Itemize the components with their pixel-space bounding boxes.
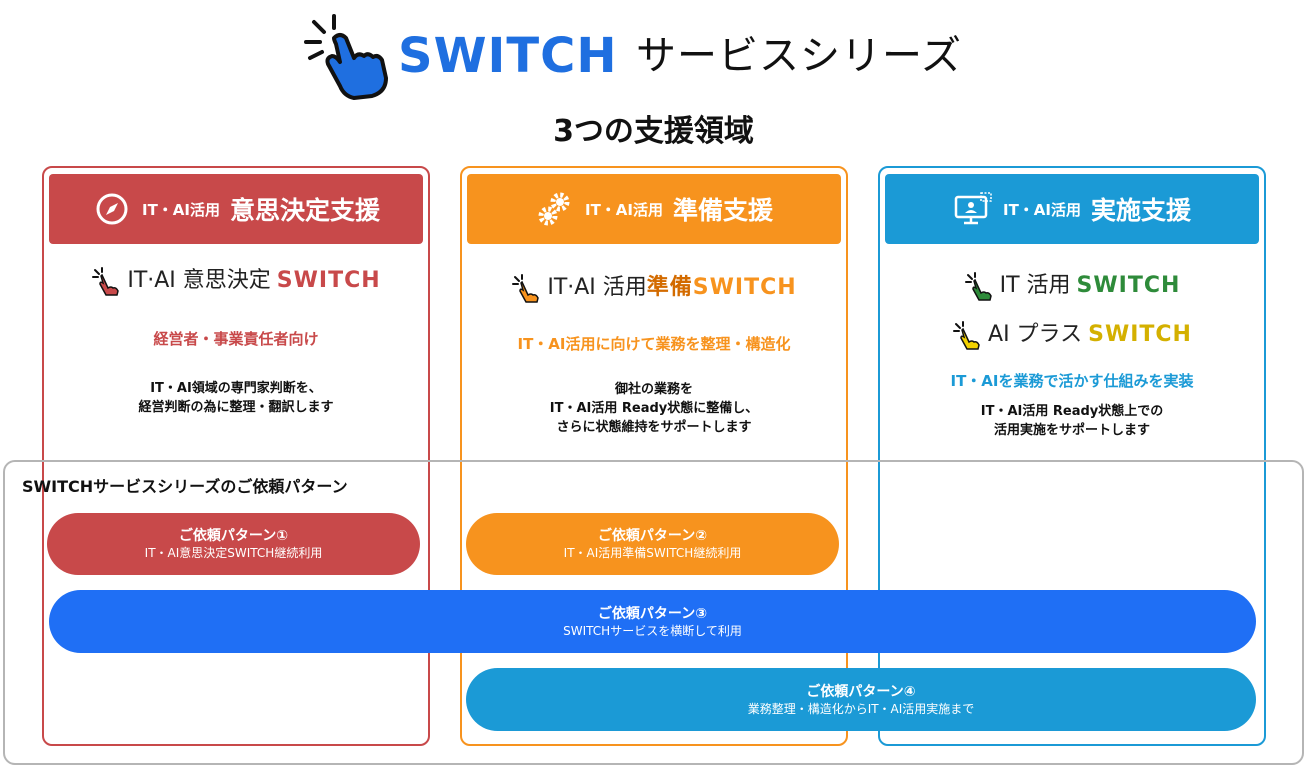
pattern-title: ご依頼パターン④ — [806, 683, 916, 700]
product-logo-it: IT 活用 SWITCH — [880, 271, 1264, 301]
column-header: IT・AI活用 準備支援 — [467, 174, 841, 244]
product-switch: SWITCH — [1088, 322, 1192, 347]
pattern-description: IT・AI意思決定SWITCH継続利用 — [144, 546, 323, 560]
pattern-title: ご依頼パターン② — [597, 528, 708, 544]
column-description: IT・AI活用 Ready状態上での 活用実施をサポートします — [880, 402, 1264, 440]
description-line: 活用実施をサポートします — [993, 423, 1150, 438]
monitor-user-icon — [953, 189, 993, 229]
product-logo: IT·AI 意思決定 SWITCH — [44, 266, 428, 296]
heading-prefix: IT・AI活用 — [141, 200, 220, 219]
column-tagline: IT・AIを業務で活かす仕組みを実装 — [950, 372, 1194, 390]
column-tagline: IT・AI活用に向けて業務を整理・構造化 — [517, 335, 791, 353]
heading-main: 実施支援 — [1091, 196, 1192, 225]
brand-switch-logo: SWITCH — [398, 28, 618, 84]
column-tagline: 経営者・事業責任者向け — [153, 330, 319, 348]
description-line: さらに状態維持をサポートします — [556, 420, 752, 435]
heading-main: 準備支援 — [673, 196, 774, 225]
pattern-title: ご依頼パターン③ — [597, 605, 708, 622]
product-switch: SWITCH — [276, 268, 381, 293]
pattern-frame-title: SWITCHサービスシリーズのご依頼パターン — [22, 477, 348, 496]
pattern-3-button[interactable]: ご依頼パターン③ SWITCHサービスを横断して利用 — [49, 590, 1256, 653]
pointing-hand-icon — [964, 272, 992, 301]
product-name: AI プラス — [988, 322, 1083, 347]
heading-prefix: IT・AI活用 — [1002, 200, 1081, 219]
page-subtitle: 3つの支援領域 — [553, 114, 754, 149]
heading-prefix: IT・AI活用 — [584, 200, 663, 219]
pattern-description: SWITCHサービスを横断して利用 — [563, 623, 742, 638]
gears-icon — [535, 189, 575, 229]
pattern-description: 業務整理・構造化からIT・AI活用実施まで — [747, 701, 975, 716]
pointing-hand-icon — [512, 274, 540, 303]
description-line: IT・AI活用 Ready状態上での — [980, 404, 1164, 419]
brand-header: SWITCH サービスシリーズ — [0, 10, 1307, 102]
product-switch: SWITCH — [692, 275, 797, 300]
description-line: IT・AI領域の専門家判断を、 — [150, 381, 322, 396]
description-line: IT・AI活用 Ready状態に整備し、 — [549, 401, 759, 416]
pointing-hand-icon — [304, 14, 388, 100]
pattern-frame — [3, 460, 1304, 765]
compass-icon — [92, 189, 132, 229]
column-header: IT・AI活用 実施支援 — [885, 174, 1259, 244]
pattern-description: IT・AI活用準備SWITCH継続利用 — [563, 546, 742, 560]
column-description: 御社の業務を IT・AI活用 Ready状態に整備し、 さらに状態維持をサポート… — [462, 380, 846, 437]
pattern-2-button[interactable]: ご依頼パターン② IT・AI活用準備SWITCH継続利用 — [466, 513, 839, 575]
description-line: 御社の業務を — [614, 382, 693, 397]
brand-series-title: サービスシリーズ — [636, 33, 962, 79]
pattern-title: ご依頼パターン① — [178, 528, 289, 544]
description-line: 経営判断の為に整理・翻訳します — [138, 400, 334, 415]
pattern-4-button[interactable]: ご依頼パターン④ 業務整理・構造化からIT・AI活用実施まで — [466, 668, 1256, 731]
pointing-hand-icon — [92, 267, 120, 296]
product-name: IT·AI 活用 — [547, 275, 647, 300]
pattern-1-button[interactable]: ご依頼パターン① IT・AI意思決定SWITCH継続利用 — [47, 513, 420, 575]
column-header: IT・AI活用 意思決定支援 — [49, 174, 423, 244]
column-description: IT・AI領域の専門家判断を、 経営判断の為に整理・翻訳します — [44, 379, 428, 417]
product-switch: SWITCH — [1076, 273, 1181, 298]
product-logo-ai: AI プラス SWITCH — [880, 320, 1264, 350]
pointing-hand-icon — [953, 321, 980, 350]
product-accent: 準備 — [646, 275, 693, 300]
heading-main: 意思決定支援 — [230, 196, 381, 225]
product-name: IT·AI 意思決定 — [127, 268, 271, 293]
product-name: IT 活用 — [999, 273, 1071, 298]
